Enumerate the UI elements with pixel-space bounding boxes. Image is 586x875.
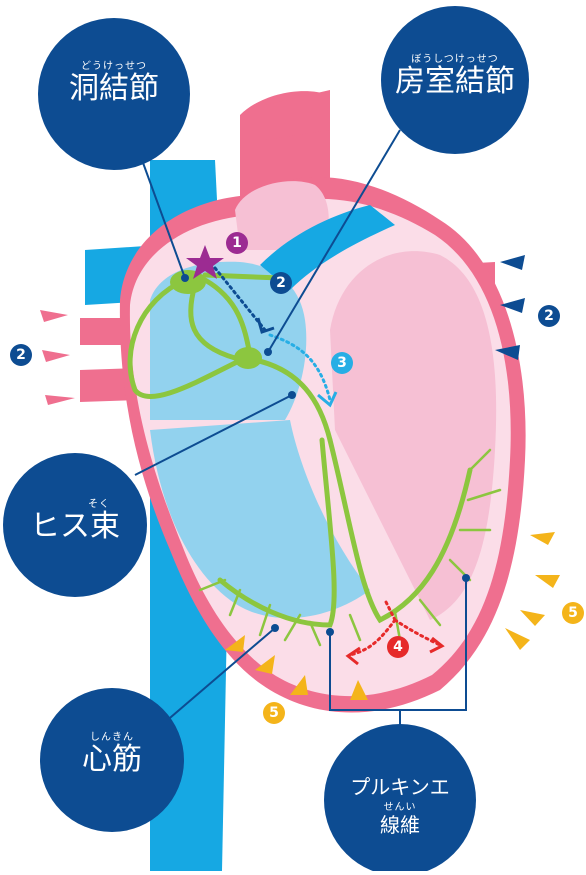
step-5-badge-left: 5: [263, 702, 285, 724]
his-bundle-text-b: 束: [90, 509, 120, 544]
his-bundle-text-a: ヒス: [30, 509, 90, 544]
triangle-arrow-icon: [45, 395, 75, 405]
triangle-arrow-icon: [520, 610, 545, 626]
sa-node-text: 洞結節: [54, 72, 174, 106]
triangle-arrow-icon: [530, 532, 555, 545]
step-4-badge: 4: [387, 636, 409, 658]
sa-node-label: どうけっせつ 洞結節: [54, 62, 174, 106]
step-2-badge-left: 2: [10, 344, 32, 366]
av-node-text: 房室結節: [385, 65, 525, 99]
triangle-arrows-pink: [40, 310, 75, 405]
step-1-badge: 1: [226, 232, 248, 254]
av-node-label: ぼうしつけっせつ 房室結節: [385, 55, 525, 99]
his-bundle-label: そく ヒス束: [10, 500, 140, 544]
step-2-badge-center: 2: [270, 272, 292, 294]
purkinje-line1: プルキンエ: [335, 775, 465, 799]
av-node-icon: [234, 347, 262, 369]
purkinje-ruby: せんい: [335, 803, 465, 813]
purkinje-label: プルキンエ せんい 線維: [335, 775, 465, 837]
step-5-badge-right: 5: [562, 602, 584, 624]
triangle-arrow-icon: [40, 310, 68, 322]
step-2-badge-right: 2: [538, 305, 560, 327]
purkinje-line2: 線維: [335, 813, 465, 837]
triangle-arrow-icon: [42, 350, 70, 362]
triangle-arrow-icon: [535, 575, 560, 588]
myocardium-text: 心筋: [52, 743, 172, 777]
triangle-arrow-icon: [500, 255, 525, 270]
triangle-arrow-icon: [505, 628, 530, 650]
step-3-badge: 3: [331, 352, 353, 374]
myocardium-label: しんきん 心筋: [52, 733, 172, 777]
